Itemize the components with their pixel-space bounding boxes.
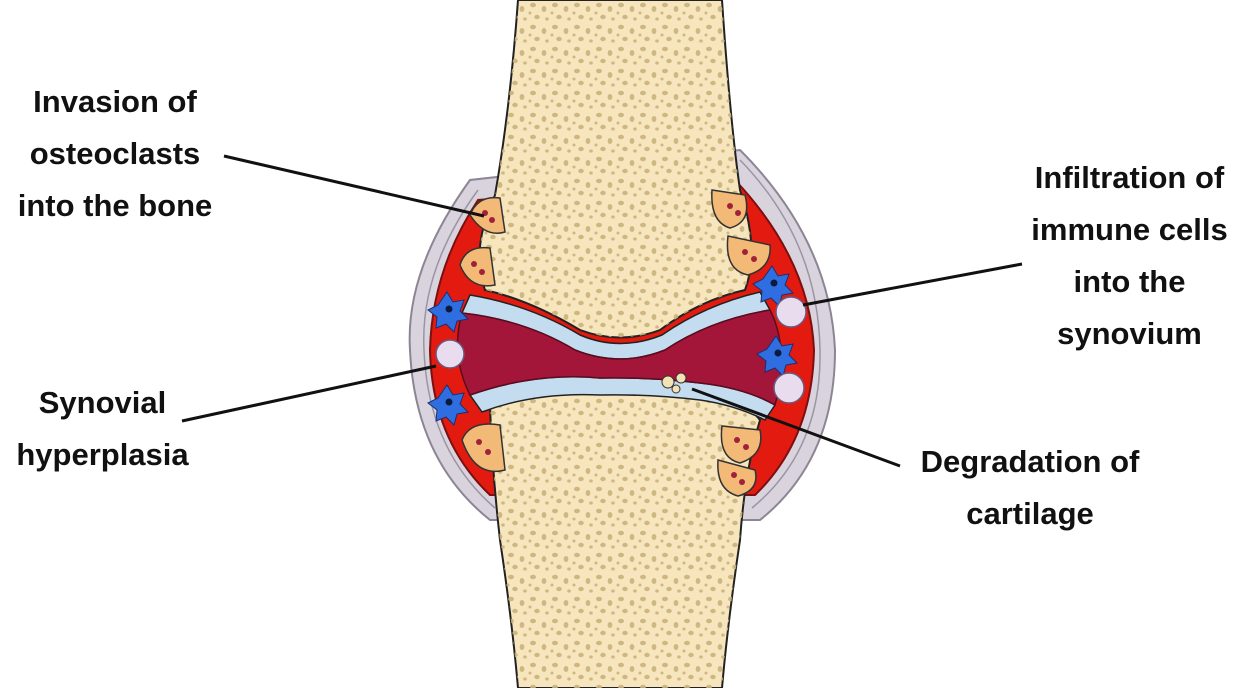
label-cartilage-degradation: Degradation of cartilage [895, 436, 1165, 540]
label-osteoclast-invasion: Invasion of osteoclasts into the bone [0, 76, 230, 232]
label-immune-infiltration: Infiltration of immune cells into the sy… [1010, 152, 1249, 360]
label-line: synovium [1010, 308, 1249, 360]
label-line: osteoclasts [0, 128, 230, 180]
label-line: hyperplasia [0, 429, 205, 481]
lymphocyte [436, 340, 464, 368]
lymphocyte [774, 373, 804, 403]
label-line: cartilage [895, 488, 1165, 540]
label-line: Synovial [0, 377, 205, 429]
label-line: into the [1010, 256, 1249, 308]
label-line: Invasion of [0, 76, 230, 128]
label-line: into the bone [0, 180, 230, 232]
leader-osteoclasts [224, 156, 484, 216]
label-line: Infiltration of [1010, 152, 1249, 204]
label-line: Degradation of [895, 436, 1165, 488]
leader-immune-cells [803, 264, 1022, 305]
leader-synovial [182, 366, 436, 421]
cartilage-debris [662, 376, 674, 388]
lymphocyte [776, 297, 806, 327]
label-line: immune cells [1010, 204, 1249, 256]
label-synovial-hyperplasia: Synovial hyperplasia [0, 377, 205, 481]
